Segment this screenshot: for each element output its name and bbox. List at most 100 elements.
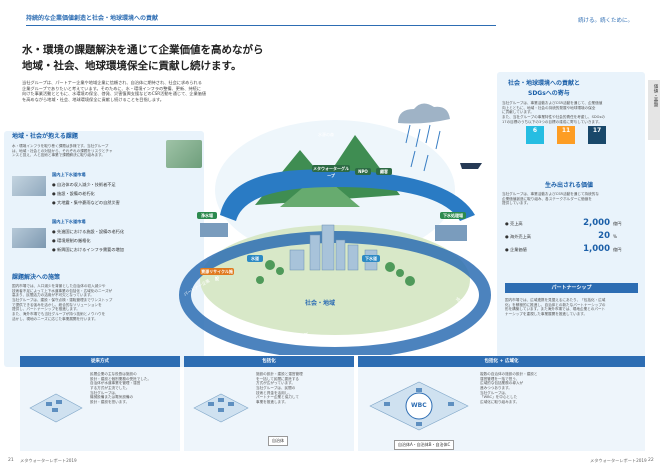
panel1-line: 設計・建設を担います。 [90, 400, 130, 405]
panel2-line: 施設の設計・建設と運営管理 [256, 372, 303, 376]
side-tab-label: 価値・基盤 [653, 84, 658, 107]
right-contribution-box [497, 72, 645, 365]
domestic-issues-list: ● 自治体の収入減少・技術者不足 ● 施設・設備の老朽化 ● 大地震・集中豪雨な… [52, 182, 120, 206]
left-issues-box [4, 131, 204, 367]
solutions-line: 活かし、現地のニーズに応じた事業展開を行います。 [12, 316, 98, 321]
panel2-line: 事業を推進します。 [256, 400, 288, 405]
headline-line2: 地域・社会、地球環境保全に貢献し続けます。 [22, 60, 242, 72]
panel2-text: 施設の設計・建設と運営管理 を一括して民間に委託する 方式が広がっています。 当… [256, 372, 352, 405]
value-desc-line: 当社グループは、事業活動およびCSR活動を通じて持続的な [502, 192, 599, 196]
kpi-label: ● 売上高 [505, 221, 523, 226]
panel1-line: する方式が主流でした。 [90, 386, 130, 391]
contribution-desc-line: 向上とともに、地域・社会の持続的発展や地球環境の保全 [502, 105, 596, 110]
issues-title: 地域・社会が抱える課題 [12, 133, 78, 140]
tagline: 続ける。続くために。 [578, 18, 634, 24]
panel1-line: 自治体が水道事業を管理・運営 [90, 381, 141, 386]
label-sewage-plant: 下水処理場 [440, 212, 466, 219]
issues-desc-line: 水・環境インフラを取り巻く課題は多様です。当社グループ [12, 144, 109, 148]
rain-icon [405, 124, 441, 172]
solutions-line: また、海外市場でも当社グループが持つ技術とノウハウを [12, 312, 106, 317]
partnership-line: ナーシップを重視した事業展開を推進しています。 [505, 312, 588, 317]
footer-left-title: メタウォーターレポート2019 [20, 458, 77, 463]
value-title: 生み出される価値 [545, 182, 594, 189]
panel1-line: 設計・建設と個別業務の受託でした。 [90, 376, 152, 381]
intro-line: を高めながら地域・社会、地球環境保全に貢献し続けることを目指します。 [22, 97, 164, 103]
kpi-label: ● 海外売上高 [505, 234, 531, 239]
label-water-supply: 水道 [247, 255, 263, 262]
label-sewer: 下水道 [362, 255, 380, 262]
intro-text: 当社グループは、パートナー企業や地域企業に信頼され、自治体に期待され、社会に求め… [22, 80, 322, 103]
ground-ellipse [200, 225, 470, 335]
overseas-issues-list: ● 先進国における施設・設備の老朽化 ● 環境規制の厳格化 ● 新興国におけるイ… [52, 229, 124, 253]
wbc-circle [405, 392, 433, 420]
panel3-line: 複数の自治体の施設の設計・建設と [480, 372, 538, 376]
list-item: ● 施設・設備の老朽化 [52, 191, 95, 196]
water-plant-icon [200, 223, 228, 237]
partnership-line: 化」を積極的に推進し、自治体との新たなパートナーシップの [505, 302, 606, 307]
photo-pipes [12, 176, 46, 196]
panel1-line: 機械設備または電気設備の [90, 395, 134, 400]
kpi-label-text: 売上高 [510, 221, 523, 226]
issues-desc: 水・環境インフラを取り巻く課題は多様です。当社グループ は、地域・社会との対話か… [12, 144, 162, 158]
ship-icon [460, 163, 482, 169]
regional-diagram [369, 381, 469, 431]
mountain-icon [280, 173, 360, 207]
contribution-desc-line: に貢献しています。 [502, 110, 534, 115]
panel1-text: 民間企業の主な役割は施設の 設計・建設と個別業務の受託でした。 自治体が水道事業… [90, 372, 178, 405]
panel3-line: 広域化に取り組みます。 [480, 400, 520, 405]
list-item: ● 先進国における施設・設備の老朽化 [52, 229, 125, 234]
kpi-list: ● 売上高 2,000 億円 ● 海外売上高 20 % ● 企業価値 1,000… [505, 218, 640, 257]
issues-desc-line: ンスと捉え、人と技術と事業で課題解決に取り組みます。 [12, 153, 106, 158]
panel2-line: 当社グループは、民間の [256, 386, 296, 391]
kpi-row: ● 海外売上高 20 % [505, 231, 640, 244]
panel3-line: 広域的な包括業務の導入が [480, 381, 524, 386]
photo-flood [12, 228, 46, 248]
solutions-line: 高まり、民間活力の活用が不可欠となっています。 [12, 293, 94, 298]
contribution-desc-line: 17の目標のうち以下の3つの目標の達成に寄与していきます。 [502, 119, 602, 124]
section-title: 持続的な企業価値創造と社会・地球環境への貢献 [26, 15, 159, 22]
panel1-line: 当社グループは、 [90, 390, 119, 395]
contribution-title-line2: SDGsへの寄与 [528, 90, 570, 97]
conventional-diagram [29, 393, 83, 423]
kpi-value: 20 [598, 231, 610, 241]
panel3-line: 運営管理を一括で担う、 [480, 376, 520, 381]
panel1-line: 民間企業の主な役割は施設の [90, 372, 137, 376]
kpi-unit: % [613, 234, 617, 239]
kpi-row: ● 売上高 2,000 億円 [505, 218, 640, 231]
kpi-value: 2,000 [583, 218, 610, 228]
river-arc [220, 169, 475, 221]
solutions-text: 国内市場では、人口減少を背景とした自治体の収入減少や 技術者不足によって上下水道… [12, 284, 198, 321]
footer-left-page: 21 [8, 458, 14, 463]
ring-ellipse [179, 231, 491, 355]
value-desc-line: 提供しています。 [502, 201, 531, 206]
solutions-line: 当社グループは、建設・保守点検・運転管理までワンストップ [12, 298, 113, 303]
value-desc: 当社グループは、事業活動およびCSR活動を通じて持続的な 企業価値創造に取り組み… [502, 192, 642, 206]
value-creation-diagram [179, 103, 491, 355]
intro-line: 企業グループでありたいと考えています。そのために、水・環境インフラの整備、更新、… [22, 85, 201, 91]
panel3-line: 「WBC」を中心とした [480, 395, 518, 400]
issues-desc-line: は、地域・社会との対話から、それぞれの課題をリスクとチャ [12, 148, 113, 153]
footer-right-title: メタウォーターレポート2019 [590, 458, 647, 463]
list-item-text: 自治体の収入減少・技術者不足 [57, 182, 116, 187]
side-tab [648, 80, 660, 140]
solutions-line: で提供できる強みを活かし、総合的なソリューションを [12, 302, 102, 307]
footer-right-page: 22 [648, 458, 654, 463]
intro-line: 当社グループは、パートナー企業や地域企業に信頼され、自治体に期待され、社会に求め… [22, 80, 202, 85]
panel3-line: 当社グループは、 [480, 390, 509, 395]
contribution-desc-line: 当社グループは、事業活動およびCSR活動を通じて、企業価値 [502, 101, 603, 105]
overseas-market-title: 国内上下水道市場 [52, 219, 86, 224]
label-recycling: 資源リサイクル施設 [200, 268, 234, 281]
kpi-unit: 億円 [613, 221, 622, 226]
label-mountain-forest: 水源の森 [318, 132, 334, 137]
label-metawater-group: メタウォーターグループ [312, 165, 350, 178]
kpi-row: ● 企業価値 1,000 億円 [505, 244, 640, 257]
list-item: ● 新興国におけるインフラ需要の増加 [52, 247, 124, 252]
step-conventional: 従来方式 [20, 356, 180, 367]
list-item-text: 新興国におけるインフラ需要の増加 [57, 247, 124, 252]
list-item-text: 大地震・集中豪雨などの自然災害 [57, 200, 120, 205]
partnership-header: パートナーシップ [505, 283, 638, 293]
sdg-11-icon: 11 [557, 126, 575, 144]
label-society: 社会・地域 [305, 300, 336, 307]
solutions-line: 国内市場では、人口減少を背景とした自治体の収入減少や [12, 284, 106, 288]
partnership-line: 形を構築しています。また海外市場では、現地企業とのパート [505, 307, 606, 312]
